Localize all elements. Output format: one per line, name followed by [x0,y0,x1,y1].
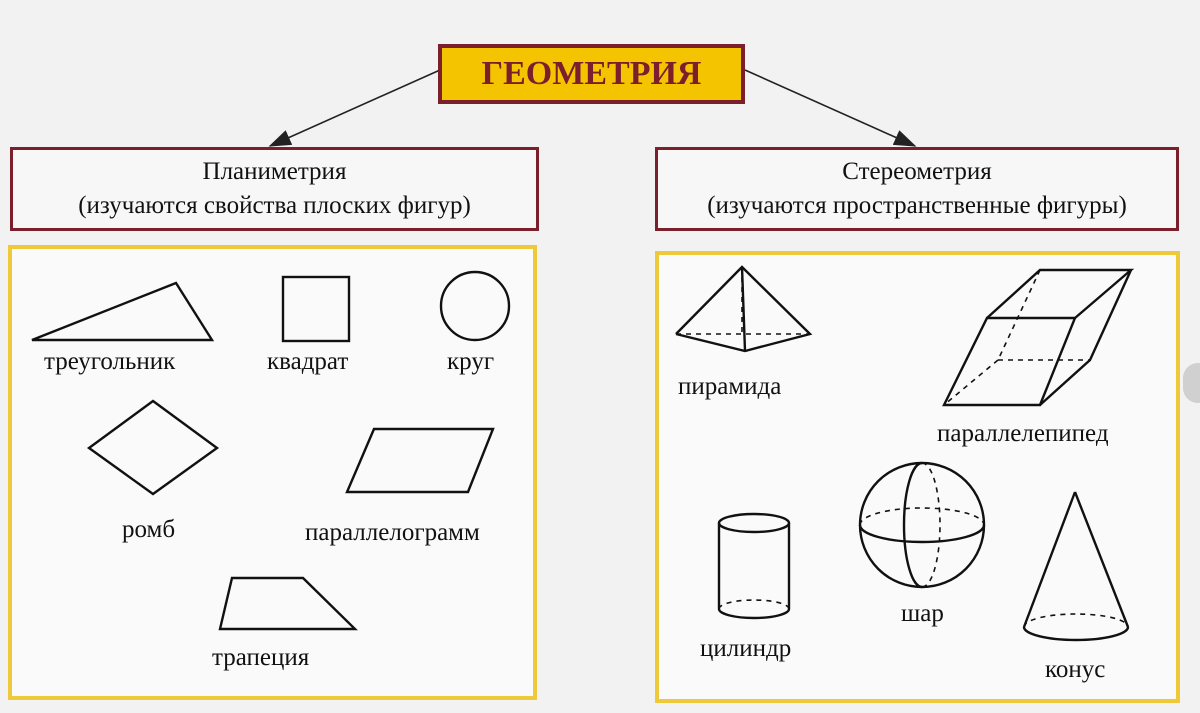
stereometry-box: Стереометрия (изучаются пространственные… [655,147,1179,231]
planimetry-description: (изучаются свойства плоских фигур) [78,192,471,219]
square-shape [281,275,351,343]
scroll-handle[interactable] [1183,363,1200,403]
arrow-to-planimetry [268,69,441,147]
parallelepiped-shape [942,268,1135,407]
pyramid-label: пирамида [678,373,782,400]
cone-label: конус [1045,656,1106,683]
cone-shape [1022,491,1130,642]
rhombus-shape [86,399,220,496]
stereometry-figures-panel [655,251,1180,703]
arrow-to-stereometry [744,69,917,147]
stereometry-description: (изучаются пространственные фигуры) [707,192,1127,219]
main-title: ГЕОМЕТРИЯ [438,44,745,104]
planimetry-figures-panel [8,245,537,700]
trapezoid-label: трапеция [212,644,310,671]
trapezoid-shape [218,576,358,631]
triangle-label: треугольник [44,348,176,375]
sphere-label: шар [901,600,944,627]
circle-shape [439,270,511,342]
cylinder-label: цилиндр [700,635,792,662]
sphere-shape [858,461,986,589]
pyramid-shape [675,265,813,353]
parallelepiped-label: параллелепипед [937,420,1109,447]
parallelogram-label: параллелограмм [305,519,480,546]
triangle-shape [31,281,215,342]
rhombus-label: ромб [122,516,176,543]
parallelogram-shape [345,427,495,494]
cylinder-shape [717,512,791,620]
stereometry-name: Стереометрия [842,158,992,185]
square-label: квадрат [267,348,349,375]
planimetry-name: Планиметрия [202,158,347,185]
circle-label: круг [447,348,495,375]
planimetry-box: Планиметрия (изучаются свойства плоских … [10,147,539,231]
